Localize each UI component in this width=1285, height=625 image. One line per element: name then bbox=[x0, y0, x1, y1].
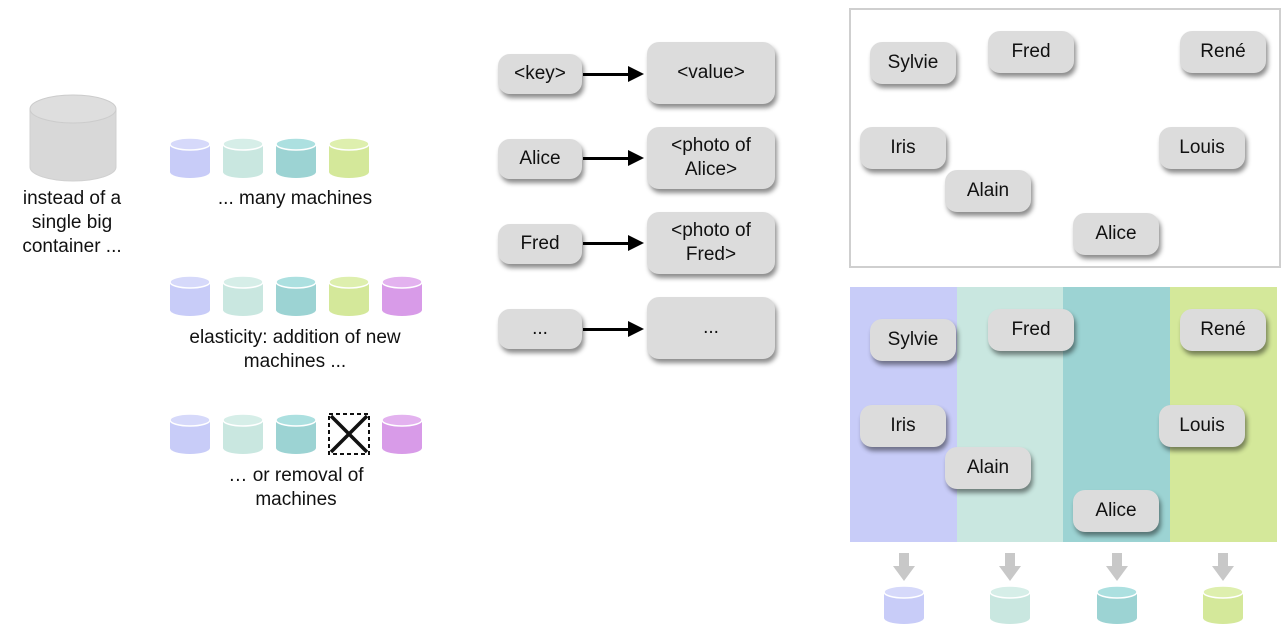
kv-key-alice: Alice bbox=[498, 139, 582, 179]
removal-label: … or removal of machines bbox=[228, 465, 364, 510]
machine-cylinder bbox=[328, 275, 370, 316]
machine-cylinder bbox=[275, 275, 317, 316]
person-sylvie: Sylvie bbox=[870, 42, 956, 84]
single-container-label: instead of a single big container ... bbox=[22, 188, 122, 257]
machine-cylinder bbox=[275, 413, 317, 454]
machine-cylinder bbox=[169, 275, 211, 316]
down-arrow-icon bbox=[893, 553, 915, 583]
kv-arrow bbox=[583, 321, 644, 337]
machine-cylinder bbox=[169, 137, 211, 178]
partition-machine-cylinder bbox=[883, 585, 925, 624]
machine-cylinder bbox=[222, 413, 264, 454]
kv-arrow bbox=[583, 150, 644, 166]
person-alain: Alain bbox=[945, 170, 1031, 212]
kv-value-ellipsis: ... bbox=[647, 297, 775, 359]
person-alice: Alice bbox=[1073, 213, 1159, 255]
machine-cylinder bbox=[169, 413, 211, 454]
removed-machine-cross-icon bbox=[328, 413, 370, 455]
down-arrow-icon bbox=[999, 553, 1021, 583]
kv-arrow bbox=[583, 66, 644, 82]
partitioned-person-alice: Alice bbox=[1073, 490, 1159, 532]
partition-machine-cylinder bbox=[1096, 585, 1138, 624]
person-rene: René bbox=[1180, 31, 1266, 73]
elasticity-label: elasticity: addition of new machines ... bbox=[189, 327, 401, 372]
partition-machine-cylinder bbox=[1202, 585, 1244, 624]
down-arrow-icon bbox=[1212, 553, 1234, 583]
machine-cylinder bbox=[328, 137, 370, 178]
machine-cylinder bbox=[275, 137, 317, 178]
down-arrow-icon bbox=[1106, 553, 1128, 583]
kv-arrow bbox=[583, 235, 644, 251]
partitioned-person-iris: Iris bbox=[860, 405, 946, 447]
big-container-cylinder bbox=[29, 94, 117, 182]
person-louis: Louis bbox=[1159, 127, 1245, 169]
machine-cylinder bbox=[381, 413, 423, 454]
partitioned-person-fred: Fred bbox=[988, 309, 1074, 351]
partitioned-person-alain: Alain bbox=[945, 447, 1031, 489]
new-machine-cylinder bbox=[381, 275, 423, 316]
kv-value-fred: <photo of Fred> bbox=[647, 212, 775, 274]
person-iris: Iris bbox=[860, 127, 946, 169]
person-fred: Fred bbox=[988, 31, 1074, 73]
partition-machine-cylinder bbox=[989, 585, 1031, 624]
machine-cylinder bbox=[222, 275, 264, 316]
partitioned-person-rene: René bbox=[1180, 309, 1266, 351]
many-machines-label: ... many machines bbox=[217, 188, 373, 209]
machine-cylinder bbox=[222, 137, 264, 178]
partitioned-person-louis: Louis bbox=[1159, 405, 1245, 447]
kv-value-alice: <photo of Alice> bbox=[647, 127, 775, 189]
kv-key-fred: Fred bbox=[498, 224, 582, 264]
kv-value-header: <value> bbox=[647, 42, 775, 104]
kv-key-header: <key> bbox=[498, 54, 582, 94]
kv-key-ellipsis: ... bbox=[498, 309, 582, 349]
partitioned-person-sylvie: Sylvie bbox=[870, 319, 956, 361]
